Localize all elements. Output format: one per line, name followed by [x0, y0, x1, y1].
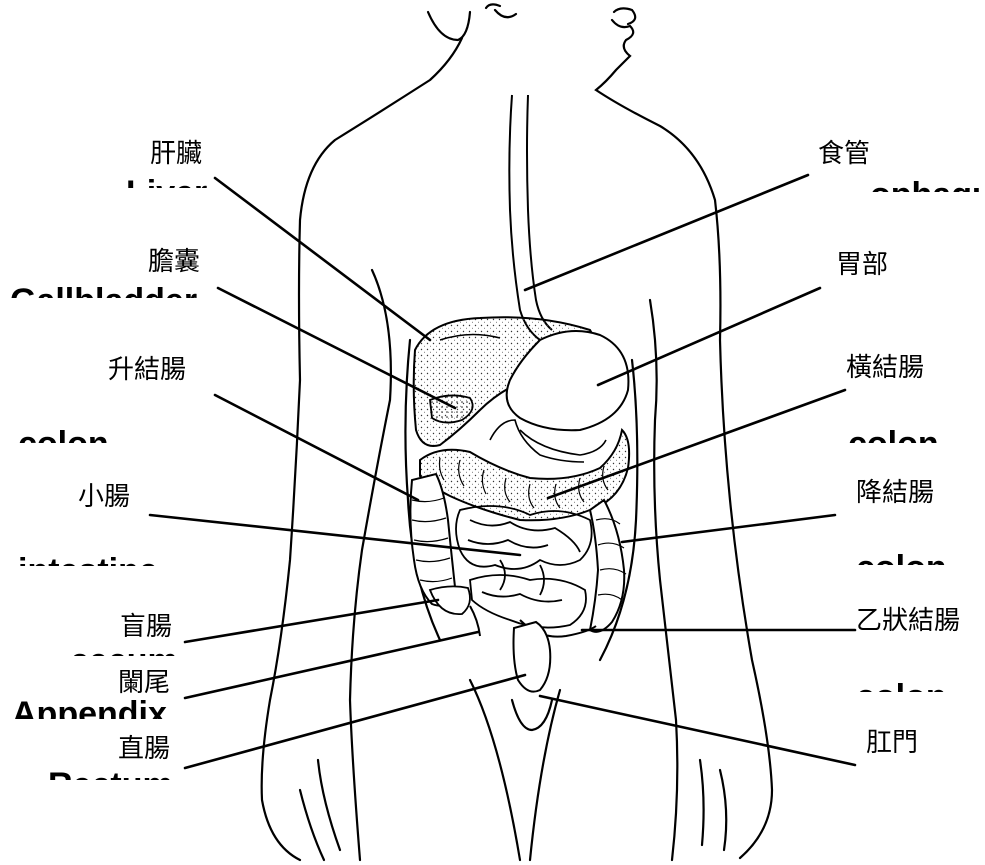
leader-cecum [185, 600, 438, 642]
label-esophagus: 食管 [818, 141, 870, 167]
label-ascending-colon: 升結腸 [108, 357, 186, 383]
residual-text-gallbladder: Gallbladder [10, 284, 197, 298]
label-gallbladder: 膽囊 [148, 249, 200, 275]
label-liver: 肝臟 [150, 141, 202, 167]
residual-text-liver: Liver [126, 176, 207, 188]
label-transverse-colon: 橫結腸 [846, 355, 924, 381]
label-appendix: 闌尾 [118, 670, 170, 696]
label-cecum: 盲腸 [120, 614, 172, 640]
leader-esophagus [525, 175, 808, 290]
residual-text-rectum: Rectum [48, 768, 173, 780]
residual-text-small-intestine: intestine [18, 554, 158, 566]
residual-text-transverse-colon: colon [848, 427, 939, 443]
residual-text-esophagus: ophagus [870, 178, 985, 192]
label-small-intestine: 小腸 [78, 484, 130, 510]
leader-stomach [598, 288, 820, 385]
label-anus: 肛門 [866, 730, 918, 756]
label-stomach: 胃部 [836, 252, 888, 278]
residual-text-descending-colon: colon [856, 551, 947, 565]
leader-descending-colon [622, 515, 835, 542]
leader-appendix [185, 632, 478, 698]
residual-text-appendix: Appendix [12, 697, 167, 719]
label-rectum: 直腸 [118, 736, 170, 762]
small-intestine-shape [456, 506, 592, 628]
leader-small-intestine [150, 515, 520, 555]
rectum-shape [514, 622, 551, 692]
residual-text-sigmoid-colon: colon [856, 680, 947, 692]
label-sigmoid-colon: 乙狀結腸 [856, 608, 960, 634]
esophagus-shape [509, 95, 552, 340]
residual-text-cecum: cecum [70, 644, 178, 656]
body-outline [262, 4, 772, 860]
leader-rectum [185, 675, 525, 768]
label-descending-colon: 降結腸 [856, 480, 934, 506]
leader-liver [215, 178, 430, 340]
leader-anus [540, 696, 855, 765]
residual-text-ascending-colon: colon [18, 427, 109, 443]
